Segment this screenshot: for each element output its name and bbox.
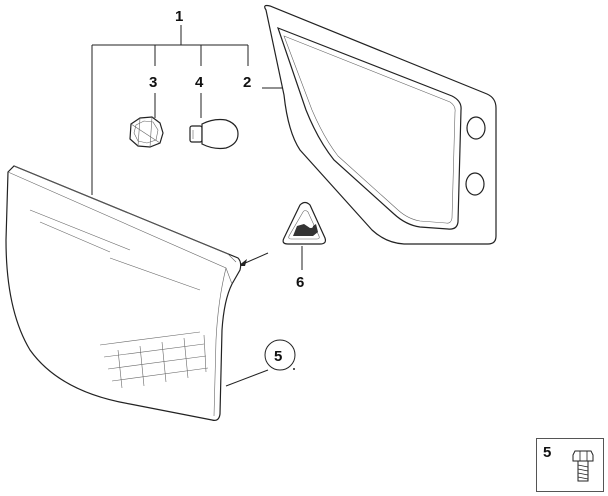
label-2: 2 — [243, 74, 251, 91]
legend-box: 5 — [536, 438, 604, 492]
label-4: 4 — [195, 74, 204, 91]
lens-grid-pattern — [99, 331, 209, 389]
label-3: 3 — [149, 74, 157, 91]
tail-light-drawing — [5, 165, 242, 421]
bulb-drawing — [189, 118, 239, 150]
legend-number: 5 — [543, 444, 552, 461]
label-6: 6 — [296, 274, 304, 291]
screw-icon — [572, 450, 594, 482]
label-1: 1 — [175, 8, 183, 25]
bulb-socket-drawing — [129, 116, 164, 148]
gasket-frame-drawing — [264, 4, 497, 245]
bracket-lines — [91, 25, 249, 195]
callout-5: 5 — [225, 339, 296, 387]
warning-triangle-icon — [282, 201, 327, 245]
label-5: 5 — [274, 348, 282, 365]
